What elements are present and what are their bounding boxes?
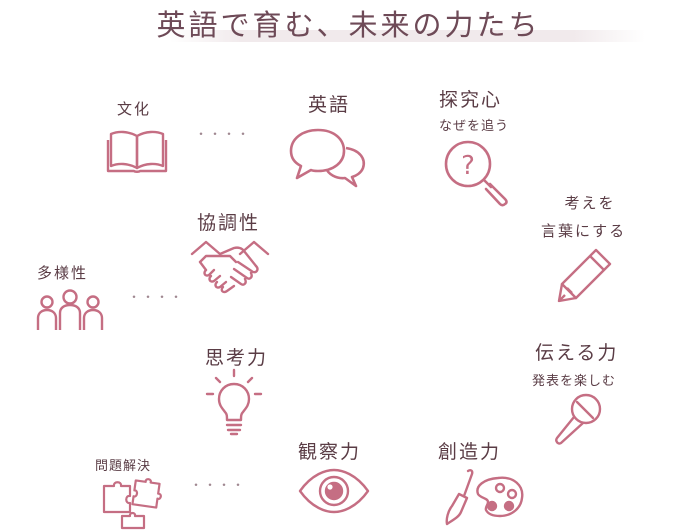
lightbulb-icon [205, 368, 263, 436]
connector-dots-tayosei: ・・・・ [128, 290, 185, 304]
pencil-icon [557, 248, 612, 303]
microphone-icon [555, 393, 602, 445]
speech-bubbles-icon [289, 128, 366, 188]
handshake-icon [190, 240, 270, 294]
eye-icon [298, 468, 370, 514]
label-eigo: 英語 [308, 94, 351, 116]
label-sozo: 創造力 [438, 441, 502, 463]
label-mondai: 問題解決 [95, 459, 152, 474]
label-tsutaeru-sub: 発表を楽しむ [532, 374, 617, 389]
connector-dots-mondai: ・・・・ [190, 478, 247, 492]
label-tankyu-sub: なぜを追う [439, 119, 510, 134]
palette-brush-icon [445, 469, 524, 526]
label-kansatsu: 観察力 [298, 441, 362, 463]
svg-text:?: ? [461, 151, 475, 181]
label-kangae-line1: 考えを [564, 194, 616, 212]
label-tankyu: 探究心 [439, 89, 503, 111]
label-kyocho: 協調性 [197, 212, 261, 234]
label-tayosei: 多様性 [37, 264, 89, 282]
book-icon [106, 130, 168, 173]
puzzle-icon [102, 478, 162, 530]
magnifier-question-icon: ? [444, 140, 508, 207]
people-icon [36, 289, 104, 330]
page-title: 英語で育む、未来の力たち [156, 8, 541, 42]
connector-dots-bunka: ・・・・ [195, 127, 252, 141]
label-tsutaeru: 伝える力 [535, 342, 619, 364]
label-kangae-line2: 言葉にする [541, 222, 627, 240]
label-shiko: 思考力 [205, 347, 269, 369]
label-bunka: 文化 [117, 100, 152, 118]
